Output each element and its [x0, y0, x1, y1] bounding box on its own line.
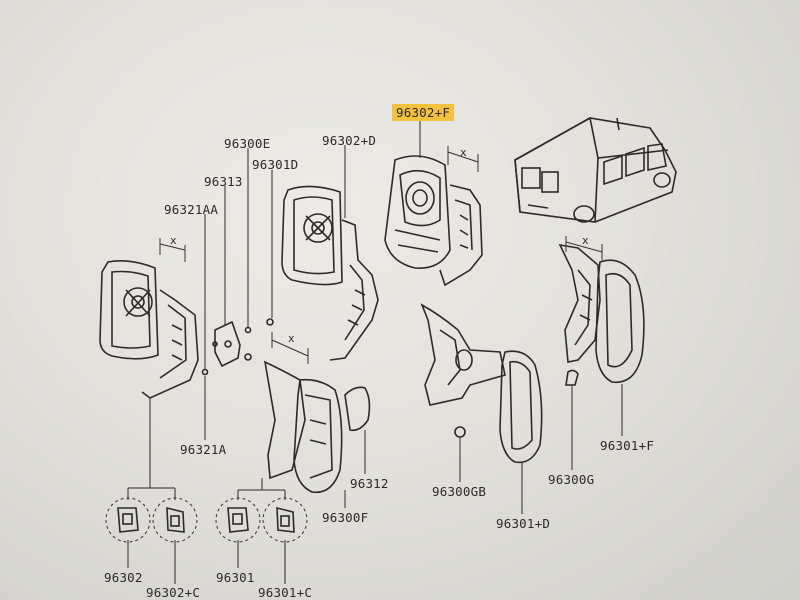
part-label-96300E: 96300E — [224, 136, 271, 151]
part-label-96301: 96301 — [216, 570, 255, 585]
cover-96312 — [344, 386, 371, 432]
mirror-arm-96300G — [558, 243, 601, 386]
mirror-arm-96300GB — [420, 303, 506, 438]
mirror-housing-96301F — [595, 259, 645, 384]
bolts-hardware — [201, 318, 274, 376]
part-label-96302: 96302 — [104, 570, 143, 585]
part-label-96312: 96312 — [350, 476, 389, 491]
part-label-96301D-plus: 96301+D — [496, 516, 551, 531]
part-label-96300GB: 96300GB — [432, 484, 487, 499]
part-label-96321AA: 96321AA — [164, 202, 219, 217]
part-label-96302F: 96302+F — [392, 104, 455, 121]
part-label-96321A: 96321A — [180, 442, 227, 457]
part-label-96301F: 96301+F — [600, 438, 655, 453]
van-illustration — [514, 117, 677, 223]
leader-lines — [127, 118, 623, 584]
glass-variants — [105, 497, 308, 543]
part-label-96302D: 96302+D — [322, 133, 377, 148]
part-label-96300F: 96300F — [322, 510, 369, 525]
bracket-plate-96313 — [214, 320, 241, 368]
mirror-housing-96301D — [499, 350, 543, 464]
mirror-bracket-96302D — [329, 219, 379, 361]
mirror-housing-96300F — [263, 360, 343, 494]
part-label-96302C: 96302+C — [146, 585, 201, 600]
mirror-glass-left — [99, 260, 159, 360]
part-label-96301C: 96301+C — [258, 585, 313, 600]
part-label-96301D: 96301D — [252, 157, 299, 172]
part-label-96313: 96313 — [204, 174, 243, 189]
glass-variant-icons — [117, 506, 295, 533]
dimension-mark-x-2: x — [460, 146, 467, 159]
dimension-mark-x-3: x — [288, 332, 295, 345]
dimension-mark-x-1: x — [170, 234, 177, 247]
part-label-96300G: 96300G — [548, 472, 595, 487]
mirror-glass-96302D — [281, 185, 343, 286]
mirror-assembly-96302F — [384, 155, 483, 287]
dimension-brackets — [159, 146, 603, 364]
dimension-mark-x-4: x — [582, 234, 589, 247]
